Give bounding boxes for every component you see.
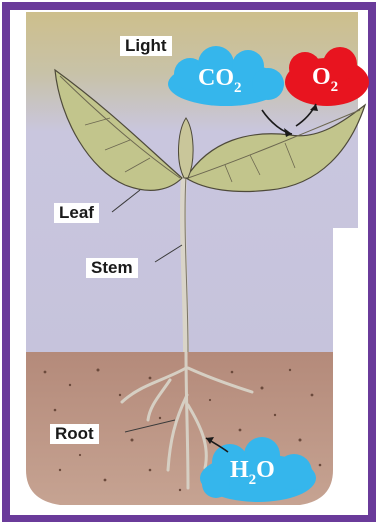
- leaf-label: Leaf: [54, 203, 99, 223]
- co2-label: CO2: [198, 66, 242, 100]
- h2o-tail: O: [256, 457, 275, 483]
- stem-label: Stem: [86, 258, 138, 278]
- o2-subscript: 2: [331, 79, 339, 95]
- co2-subscript: 2: [234, 80, 242, 96]
- light-label: Light: [120, 36, 172, 56]
- root-label: Root: [50, 424, 99, 444]
- co2-base: CO: [198, 65, 234, 91]
- o2-label: O2: [312, 65, 338, 99]
- h2o-label: H2O: [230, 458, 275, 492]
- h2o-base: H: [230, 457, 249, 483]
- o2-base: O: [312, 64, 331, 90]
